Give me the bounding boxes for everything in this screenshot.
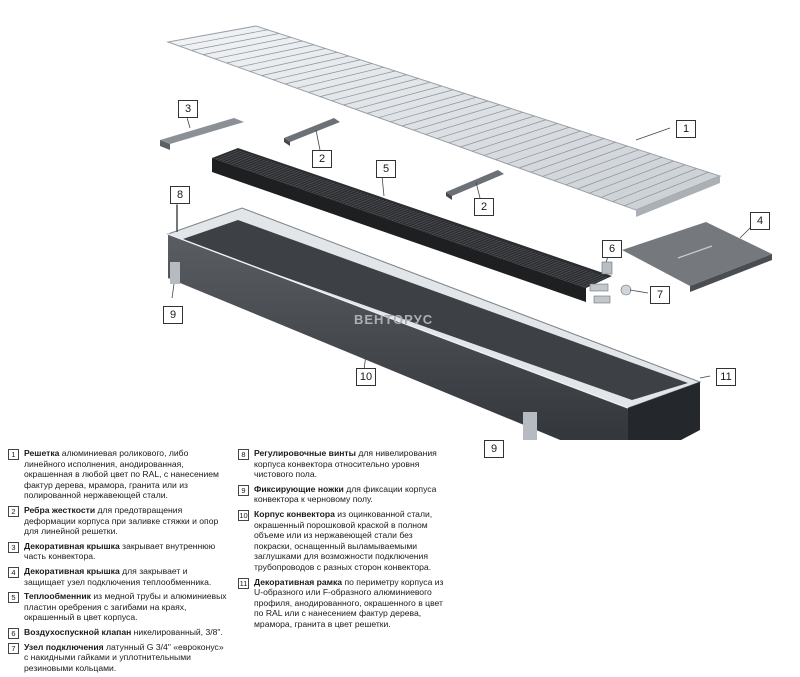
callout-c6: 6 bbox=[602, 240, 622, 258]
legend-term: Декоративная рамка bbox=[254, 576, 343, 587]
legend-number: 5 bbox=[8, 592, 19, 604]
callout-c3: 3 bbox=[178, 100, 198, 118]
legend-term: Решетка bbox=[24, 448, 60, 458]
legend-description: для фиксации корпуса конвектора к чернов… bbox=[254, 483, 437, 505]
callout-c2b: 2 bbox=[474, 198, 494, 216]
legend-column-right: 8 Регулировочные винты для нивелирования … bbox=[238, 448, 450, 634]
legend-term: Корпус конвектора bbox=[254, 508, 335, 519]
legend-item-9: 9 Фиксирующие ножки для фиксации корпуса … bbox=[238, 484, 450, 505]
legend-term: Регулировочные винты bbox=[254, 448, 356, 458]
callout-c4: 4 bbox=[750, 212, 770, 230]
legend-number: 9 bbox=[238, 484, 249, 496]
legend-item-3: 3 Декоративная крышка закрывает внутренню… bbox=[8, 541, 230, 562]
legend-description: закрывает внутреннюю часть конвектора. bbox=[24, 540, 216, 562]
legend-description: для нивелирования корпуса конвектора отн… bbox=[254, 448, 437, 480]
callout-c11: 11 bbox=[716, 368, 736, 386]
callout-c7: 7 bbox=[650, 286, 670, 304]
legend-description: из оцинкованной стали, окрашенный порошк… bbox=[254, 508, 433, 572]
legend-item-11: 11 Декоративная рамка по периметру корпус… bbox=[238, 577, 450, 630]
legend-number: 1 bbox=[8, 449, 19, 460]
legend-item-8: 8 Регулировочные винты для нивелирования … bbox=[238, 448, 450, 480]
legend-number: 6 bbox=[8, 627, 19, 639]
legend-description: алюминиевая роликового, либо линейного и… bbox=[24, 448, 219, 501]
decorative-cover-inner bbox=[160, 118, 244, 150]
legend-item-4: 4 Декоративная крышка для закрывает и защ… bbox=[8, 566, 230, 587]
callout-c10: 10 bbox=[356, 368, 376, 386]
legend-description: никелированный, 3/8". bbox=[131, 626, 223, 637]
legend-number: 7 bbox=[8, 642, 19, 654]
callout-c1: 1 bbox=[676, 120, 696, 138]
legend-column-left: 1 Решетка алюминиевая роликового, либо ли… bbox=[8, 448, 230, 677]
legend-number: 11 bbox=[238, 577, 249, 589]
leader-lines bbox=[171, 113, 753, 379]
callout-c9a: 9 bbox=[163, 306, 183, 324]
legend-item-5: 5 Теплообменник из медной трубы и алюмини… bbox=[8, 591, 230, 623]
legend-term: Декоративная крышка bbox=[24, 540, 120, 551]
legend-term: Ребра жесткости bbox=[24, 504, 96, 515]
callout-c9b: 9 bbox=[484, 440, 504, 458]
legend-number: 4 bbox=[8, 566, 19, 578]
grille bbox=[166, 25, 722, 217]
connection-unit bbox=[589, 261, 632, 304]
convector-diagram bbox=[160, 25, 772, 440]
stiffening-ribs bbox=[284, 118, 504, 200]
legend-item-6: 6 Воздухоспускной клапан никелированный, … bbox=[8, 626, 230, 639]
fixing-legs bbox=[170, 262, 537, 440]
legend-term: Фиксирующие ножки bbox=[254, 483, 344, 494]
legend-number: 3 bbox=[8, 541, 19, 553]
legend-term: Теплообменник bbox=[24, 591, 91, 602]
legend-number: 8 bbox=[238, 449, 249, 460]
convector-body bbox=[166, 207, 702, 440]
legend-term: Узел подключения bbox=[24, 641, 104, 652]
legend-item-2: 2 Ребра жесткости для предотвращения дефо… bbox=[8, 505, 230, 537]
heat-exchanger bbox=[212, 148, 612, 302]
legend-term: Воздухоспускной клапан bbox=[24, 626, 132, 637]
legend-description: по периметру корпуса из U-образного или … bbox=[254, 576, 444, 629]
legend-description: из медной трубы и алюминиевых пластин ор… bbox=[24, 591, 227, 623]
legend-number: 10 bbox=[238, 509, 249, 521]
legend-item-1: 1 Решетка алюминиевая роликового, либо ли… bbox=[8, 448, 230, 501]
legend-description: для предотвращения деформации корпуса пр… bbox=[24, 504, 219, 537]
callout-c8: 8 bbox=[170, 186, 190, 204]
legend-term: Декоративная крышка bbox=[24, 565, 120, 576]
legend-description: для закрывает и защищает узел подключени… bbox=[24, 565, 212, 587]
brand-logo: ВЕНТОРУС bbox=[354, 312, 434, 327]
legend-item-10: 10 Корпус конвектора из оцинкованной стал… bbox=[238, 509, 450, 573]
legend-number: 2 bbox=[8, 505, 19, 517]
callout-c5: 5 bbox=[376, 160, 396, 178]
decorative-cover-connection bbox=[622, 222, 772, 292]
callout-c2a: 2 bbox=[312, 150, 332, 168]
